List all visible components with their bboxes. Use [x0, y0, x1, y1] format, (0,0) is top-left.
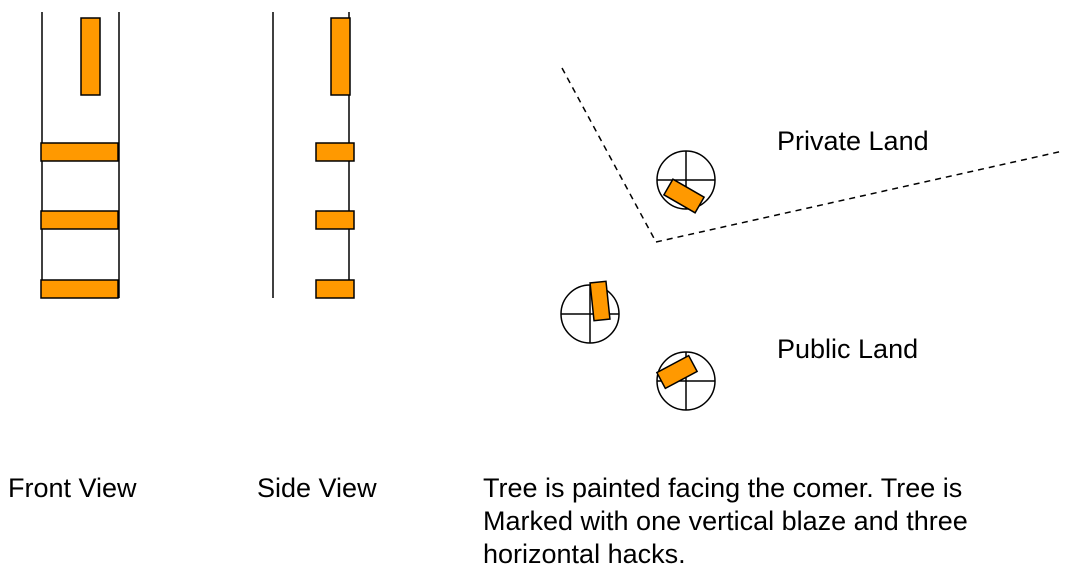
description-line-1: Tree is painted facing the comer. Tree i… — [483, 473, 963, 503]
description-line-3: horizontal hacks. — [483, 539, 686, 569]
tree-blaze-facing-corner — [662, 178, 706, 214]
witness-tree-west — [560, 280, 620, 344]
side-hack-3 — [315, 279, 355, 299]
boundary-line-west — [561, 67, 657, 243]
side-view-tree — [272, 12, 355, 299]
side-vertical-blaze — [330, 17, 351, 96]
tree-blaze-facing-corner — [589, 280, 611, 322]
private-land-label: Private Land — [777, 126, 929, 156]
front-vertical-blaze — [80, 17, 101, 96]
front-hack-2 — [40, 210, 119, 230]
front-view-caption: Front View — [8, 473, 137, 503]
side-hack-2 — [315, 210, 355, 230]
witness-tree-private — [656, 150, 716, 214]
side-hack-1 — [315, 142, 355, 162]
property-boundary — [561, 67, 1064, 243]
front-view-tree — [40, 12, 120, 299]
side-view-caption: Side View — [257, 473, 377, 503]
witness-tree-south — [655, 351, 716, 411]
front-hack-3 — [40, 279, 119, 299]
front-hack-1 — [40, 142, 119, 162]
description-line-2: Marked with one vertical blaze and three — [483, 506, 968, 536]
tree-blaze-facing-corner — [655, 354, 699, 390]
public-land-label: Public Land — [777, 334, 919, 364]
boundary-line-east — [655, 150, 1064, 243]
